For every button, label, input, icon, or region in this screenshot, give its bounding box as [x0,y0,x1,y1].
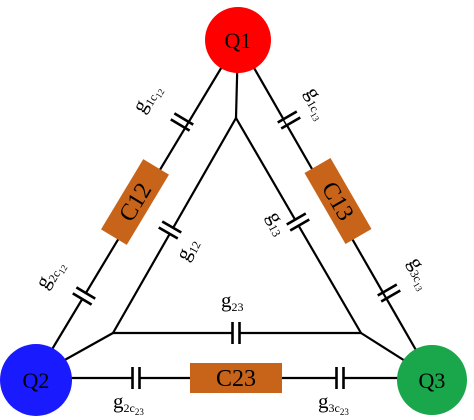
label-g1c13: g1c13 [297,83,337,124]
qubit-q2-label: Q2 [23,368,50,393]
coupler-c12: C12 [101,159,169,245]
qubit-q3-label: Q3 [419,368,446,393]
coupler-c12-box [101,159,169,245]
capacitor-g3c23 [335,367,345,389]
label-g3c23: g3c23 [318,389,349,417]
capacitor-g12 [158,220,182,240]
label-g23: g23 [221,288,244,314]
capacitor-g2c12 [72,286,96,306]
label-g1c12: g1c12 [127,78,167,119]
capacitor-g23 [231,322,241,344]
capacitor-g3c13 [377,283,401,303]
qubit-q3-circle [397,345,467,415]
qubit-q2: Q2 [0,344,72,416]
coupler-c23-box [190,363,282,393]
label-g2c23: g2c23 [113,389,144,417]
qubit-q1-circle [205,7,271,73]
coupler-c23: C23 [190,363,282,393]
wire-inner-left [111,116,238,335]
qubit-q3: Q3 [397,345,467,415]
qubit-q1-label: Q1 [225,28,252,53]
capacitor-g2c23 [131,367,141,389]
coupler-c13: C13 [304,157,372,245]
label-g2c12: g2c12 [30,254,70,295]
capacitor-g1c12 [170,112,194,132]
qubit-q2-circle [0,344,72,416]
coupler-c23-label: C23 [216,366,256,392]
coupler-c13-box [304,157,372,245]
label-g3c13: g3c13 [400,253,440,294]
capacitor-g1c13 [277,110,301,130]
qubit-q1: Q1 [205,7,271,73]
capacitor-g13 [286,212,310,232]
